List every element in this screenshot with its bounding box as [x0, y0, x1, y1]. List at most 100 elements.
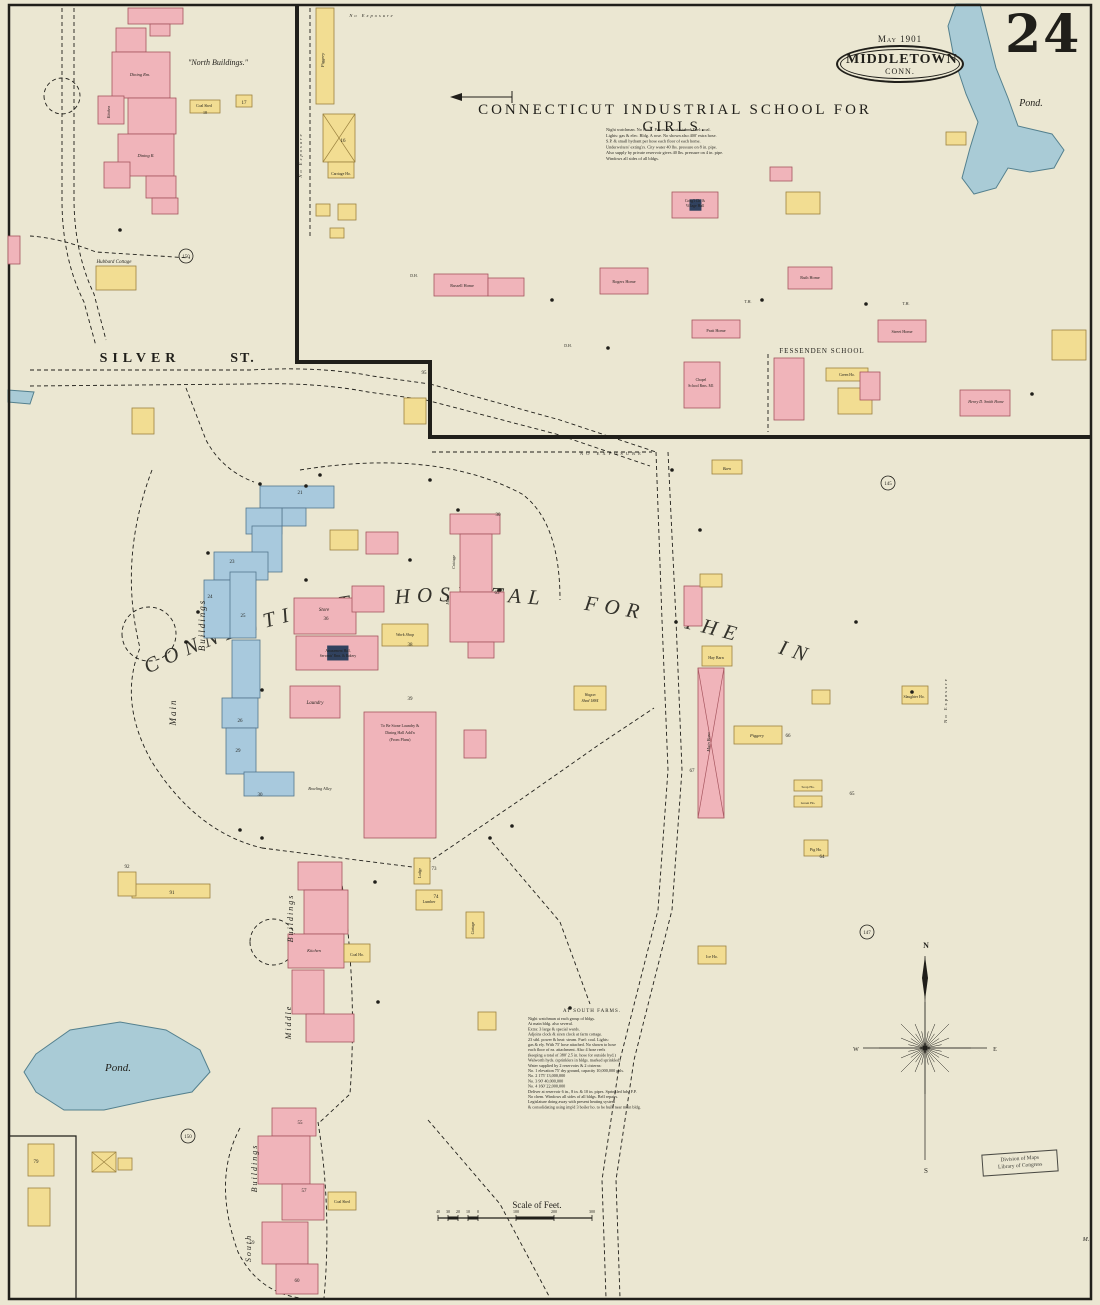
map-label: 59 [250, 1241, 256, 1246]
note-line: Water supplied by 2 reservoirs & 2 ciste… [528, 1063, 602, 1068]
building [115, 27, 147, 53]
map-label: Dining Hall Add'n [385, 730, 414, 735]
building [117, 871, 137, 897]
building [329, 227, 345, 239]
map-label: ST. [230, 351, 256, 366]
marker-dot [376, 1000, 380, 1004]
map-label: M. [1082, 1237, 1090, 1243]
map-label: Buildings [286, 894, 295, 943]
reference-number: 147 [863, 931, 871, 936]
map-label: Shed 1884 [582, 698, 599, 703]
note-line: Extra: 3 large & special wards. [528, 1026, 580, 1031]
building [225, 727, 257, 775]
map-label: 26 [238, 719, 244, 724]
reference-circle [880, 475, 896, 491]
building [303, 889, 349, 935]
reference-circle [178, 248, 194, 264]
map-label: 57 [302, 1189, 308, 1194]
building [231, 639, 261, 699]
map-label: S [924, 1167, 928, 1175]
map-label: Store [319, 608, 330, 613]
note-line: No. 3 90' 40,000,000 [528, 1078, 563, 1084]
building [103, 161, 131, 189]
compass-ray [921, 1031, 926, 1049]
building [683, 585, 703, 627]
map-label: Scale of Feet. [512, 1200, 561, 1210]
map-label: 18 [203, 110, 207, 115]
marker-dot [674, 620, 678, 624]
building [97, 95, 125, 125]
building [785, 191, 821, 215]
river [947, 3, 1065, 195]
building [189, 99, 221, 114]
note-line: gas & ely. With 75' hose attached. No sh… [528, 1042, 616, 1047]
marker-dot [196, 610, 200, 614]
road-dashed [615, 451, 683, 1299]
marker-dot [670, 468, 674, 472]
building [127, 97, 177, 135]
building [467, 641, 495, 659]
compass-ray [924, 1023, 950, 1049]
map-label: T.H. [902, 301, 909, 306]
note-line: 23 stbl. power & heat: steam. Fuel: coal… [528, 1037, 609, 1042]
map-label: Soap Ho. [801, 785, 814, 789]
building [293, 597, 357, 635]
map-label: 24 [208, 595, 214, 600]
map-label: Carriage Ho. [331, 172, 351, 176]
building [733, 725, 783, 745]
scalebar-segment [468, 1216, 478, 1220]
map-label: 91 [170, 891, 176, 896]
map-label: (From Plans) [390, 737, 412, 742]
building-core [689, 199, 702, 211]
building [315, 7, 335, 105]
map-label: Dining Rm. [129, 72, 150, 77]
map-label: 92 [125, 865, 131, 870]
map-label: No Exposure [298, 132, 303, 178]
building [281, 1183, 325, 1221]
marker-dot [258, 482, 262, 486]
compass-ray [924, 1047, 950, 1073]
compass-ray [924, 1047, 942, 1052]
building [573, 685, 607, 711]
building [793, 779, 823, 792]
compass-ray [908, 1044, 926, 1049]
building [465, 911, 485, 939]
map-label: Main Barn [706, 732, 711, 753]
building [415, 889, 443, 911]
map-label: Green Ho. [801, 801, 816, 805]
building [329, 529, 359, 551]
map-label: Cottage [470, 921, 475, 934]
map-label: Pond. [1018, 98, 1043, 109]
building [365, 531, 399, 555]
map-label: 39 [408, 697, 414, 702]
marker-dot [373, 880, 377, 884]
building [235, 94, 253, 108]
map-label: Main [168, 699, 178, 727]
map-label: 67 [690, 769, 696, 774]
map-label: Cong'l Ch. & [685, 199, 705, 203]
building [131, 407, 155, 435]
map-label: N [923, 941, 929, 950]
marker-dot [498, 588, 502, 592]
reference-number: 150 [184, 1135, 192, 1140]
border-line [295, 4, 1090, 439]
map-label: Hubbard Cottage [96, 260, 133, 265]
building [289, 685, 341, 719]
building [859, 371, 881, 401]
reference-circle [180, 1128, 196, 1144]
road-dashed [601, 451, 669, 1299]
map-label: To Be Stone Laundry & [381, 723, 420, 728]
building [363, 711, 437, 839]
marker-dot [910, 690, 914, 694]
note-line: Windows all sides of all bldgs. [606, 156, 659, 161]
map-label: Coal Shed [196, 104, 212, 108]
scalebar-label: 200 [551, 1209, 557, 1214]
map-label: Pratt Home [706, 328, 725, 333]
marker-dot [456, 508, 460, 512]
road-dashed [73, 8, 107, 341]
compass-ray [924, 1038, 940, 1049]
building-hatch [697, 667, 725, 819]
map-label: No Exposure [348, 13, 394, 18]
road-dashed [429, 383, 657, 453]
building [145, 175, 177, 199]
